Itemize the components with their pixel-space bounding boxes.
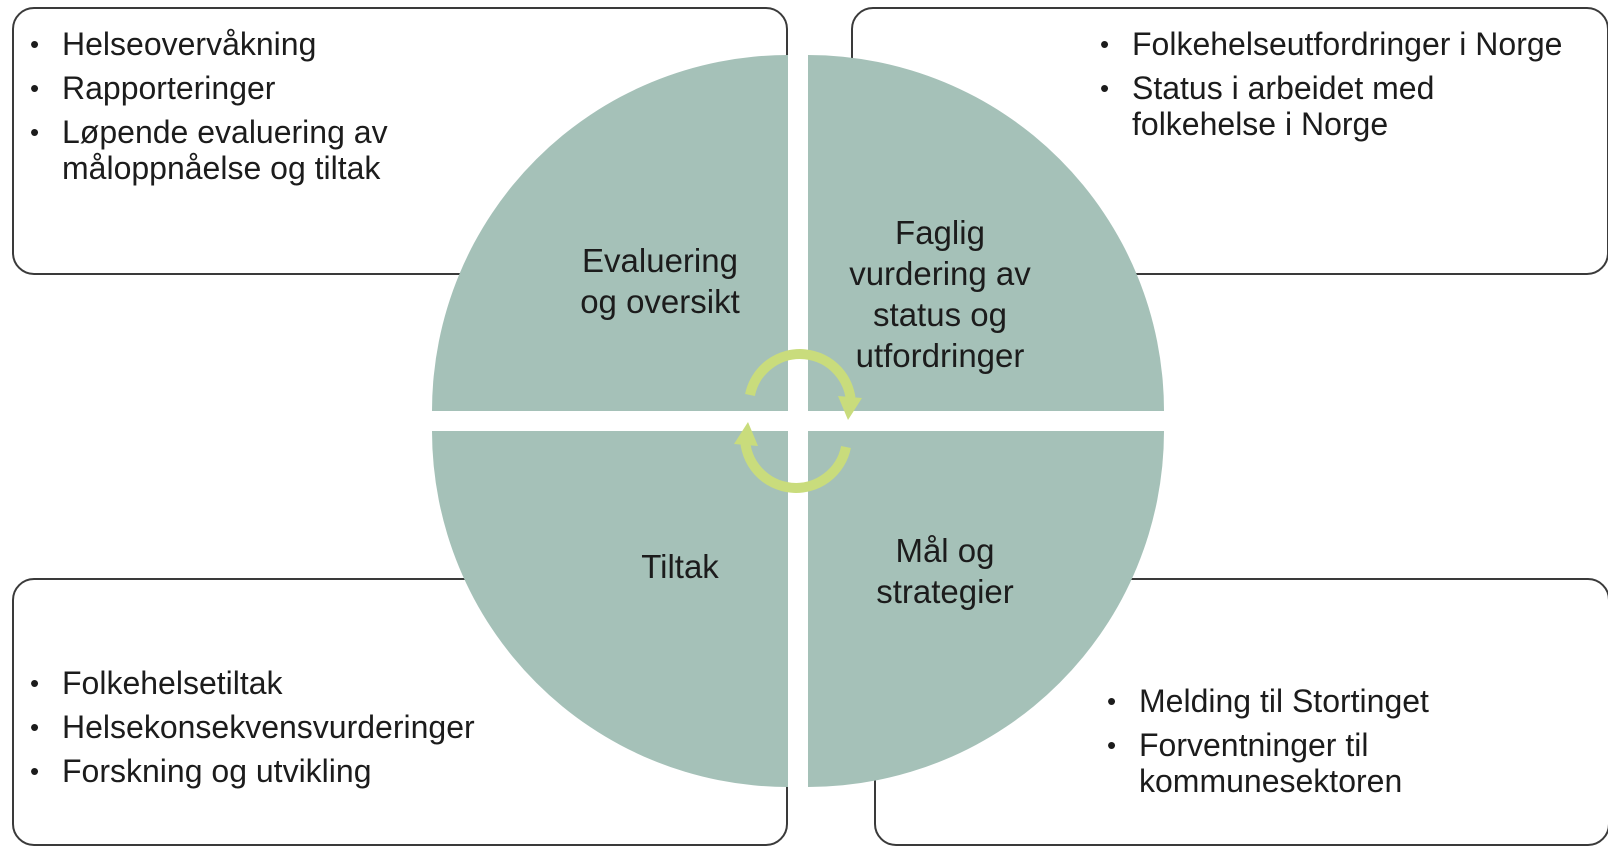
list-item: Forventninger til kommunesektoren: [1107, 727, 1567, 799]
wheel-quarters: [432, 55, 1164, 787]
list-item: Status i arbeidet med folkehelse i Norge: [1100, 70, 1570, 142]
list-item: Helsekonsekvensvurderinger: [30, 709, 590, 745]
assessment-label: Faglig vurdering av status og utfordring…: [820, 212, 1060, 376]
label-line: strategier: [876, 573, 1014, 610]
list-item: Folkehelsetiltak: [30, 665, 590, 701]
label-line: Faglig: [895, 214, 985, 251]
list-item: Løpende evaluering av måloppnåelse og ti…: [30, 114, 590, 186]
label-line: og oversikt: [580, 283, 740, 320]
measures-bullet-list: Folkehelsetiltak Helsekonsekvensvurderin…: [30, 665, 590, 797]
quadrant-measures: [432, 431, 788, 787]
list-item: Melding til Stortinget: [1107, 683, 1567, 719]
list-item: Folkehelseutfordringer i Norge: [1100, 26, 1570, 62]
label-line: utfordringer: [855, 337, 1025, 374]
list-item: Rapporteringer: [30, 70, 590, 106]
list-item: Helseovervåkning: [30, 26, 590, 62]
goals-label: Mål og strategier: [835, 530, 1055, 612]
quadrant-goals: [808, 431, 1164, 787]
label-line: Tiltak: [641, 548, 719, 585]
quadrant-assessment: [808, 55, 1164, 411]
label-line: Evaluering: [582, 242, 738, 279]
measures-label: Tiltak: [580, 546, 780, 587]
label-line: status og: [873, 296, 1007, 333]
cycle-arrows-icon: [734, 349, 862, 493]
list-item: Forskning og utvikling: [30, 753, 590, 789]
label-line: vurdering av: [849, 255, 1031, 292]
evaluation-label: Evaluering og oversikt: [560, 240, 760, 322]
evaluation-bullet-list: Helseovervåkning Rapporteringer Løpende …: [30, 26, 590, 194]
label-line: Mål og: [895, 532, 995, 569]
quadrant-evaluation: [432, 55, 788, 411]
goals-bullet-list: Melding til Stortinget Forventninger til…: [1107, 683, 1567, 807]
assessment-bullet-list: Folkehelseutfordringer i Norge Status i …: [1100, 26, 1570, 150]
